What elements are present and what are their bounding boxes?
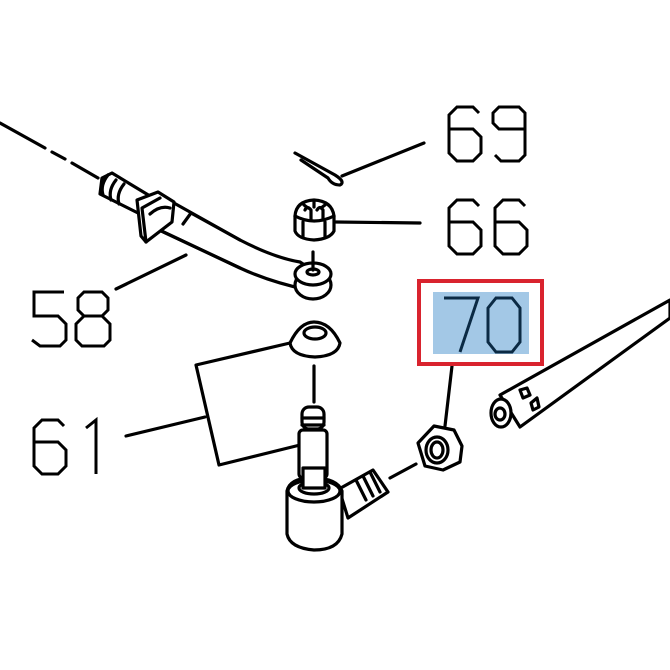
ball-stud-end-61[interactable] xyxy=(285,405,418,552)
callout-61-text: 61 xyxy=(30,418,31,419)
callout-69-text: 69 xyxy=(445,105,446,106)
label-70-highlight[interactable] xyxy=(417,279,544,366)
callout-70-text: 70 xyxy=(442,296,443,297)
steering-rod[interactable] xyxy=(489,298,670,429)
cotter-pin-69[interactable] xyxy=(293,141,426,187)
dust-boot-61[interactable] xyxy=(288,320,342,404)
label-66[interactable] xyxy=(447,198,529,256)
tie-rod-58[interactable] xyxy=(0,121,333,301)
castle-nut-66[interactable] xyxy=(293,198,422,242)
callout-66-text: 66 xyxy=(445,198,446,199)
leader-58 xyxy=(114,253,188,291)
nut-70[interactable] xyxy=(416,364,464,472)
label-69[interactable] xyxy=(447,105,527,163)
label-61[interactable] xyxy=(32,416,98,476)
leader-61 xyxy=(124,341,302,467)
label-58[interactable] xyxy=(31,290,112,348)
callout-58-text: 58 xyxy=(30,290,31,291)
